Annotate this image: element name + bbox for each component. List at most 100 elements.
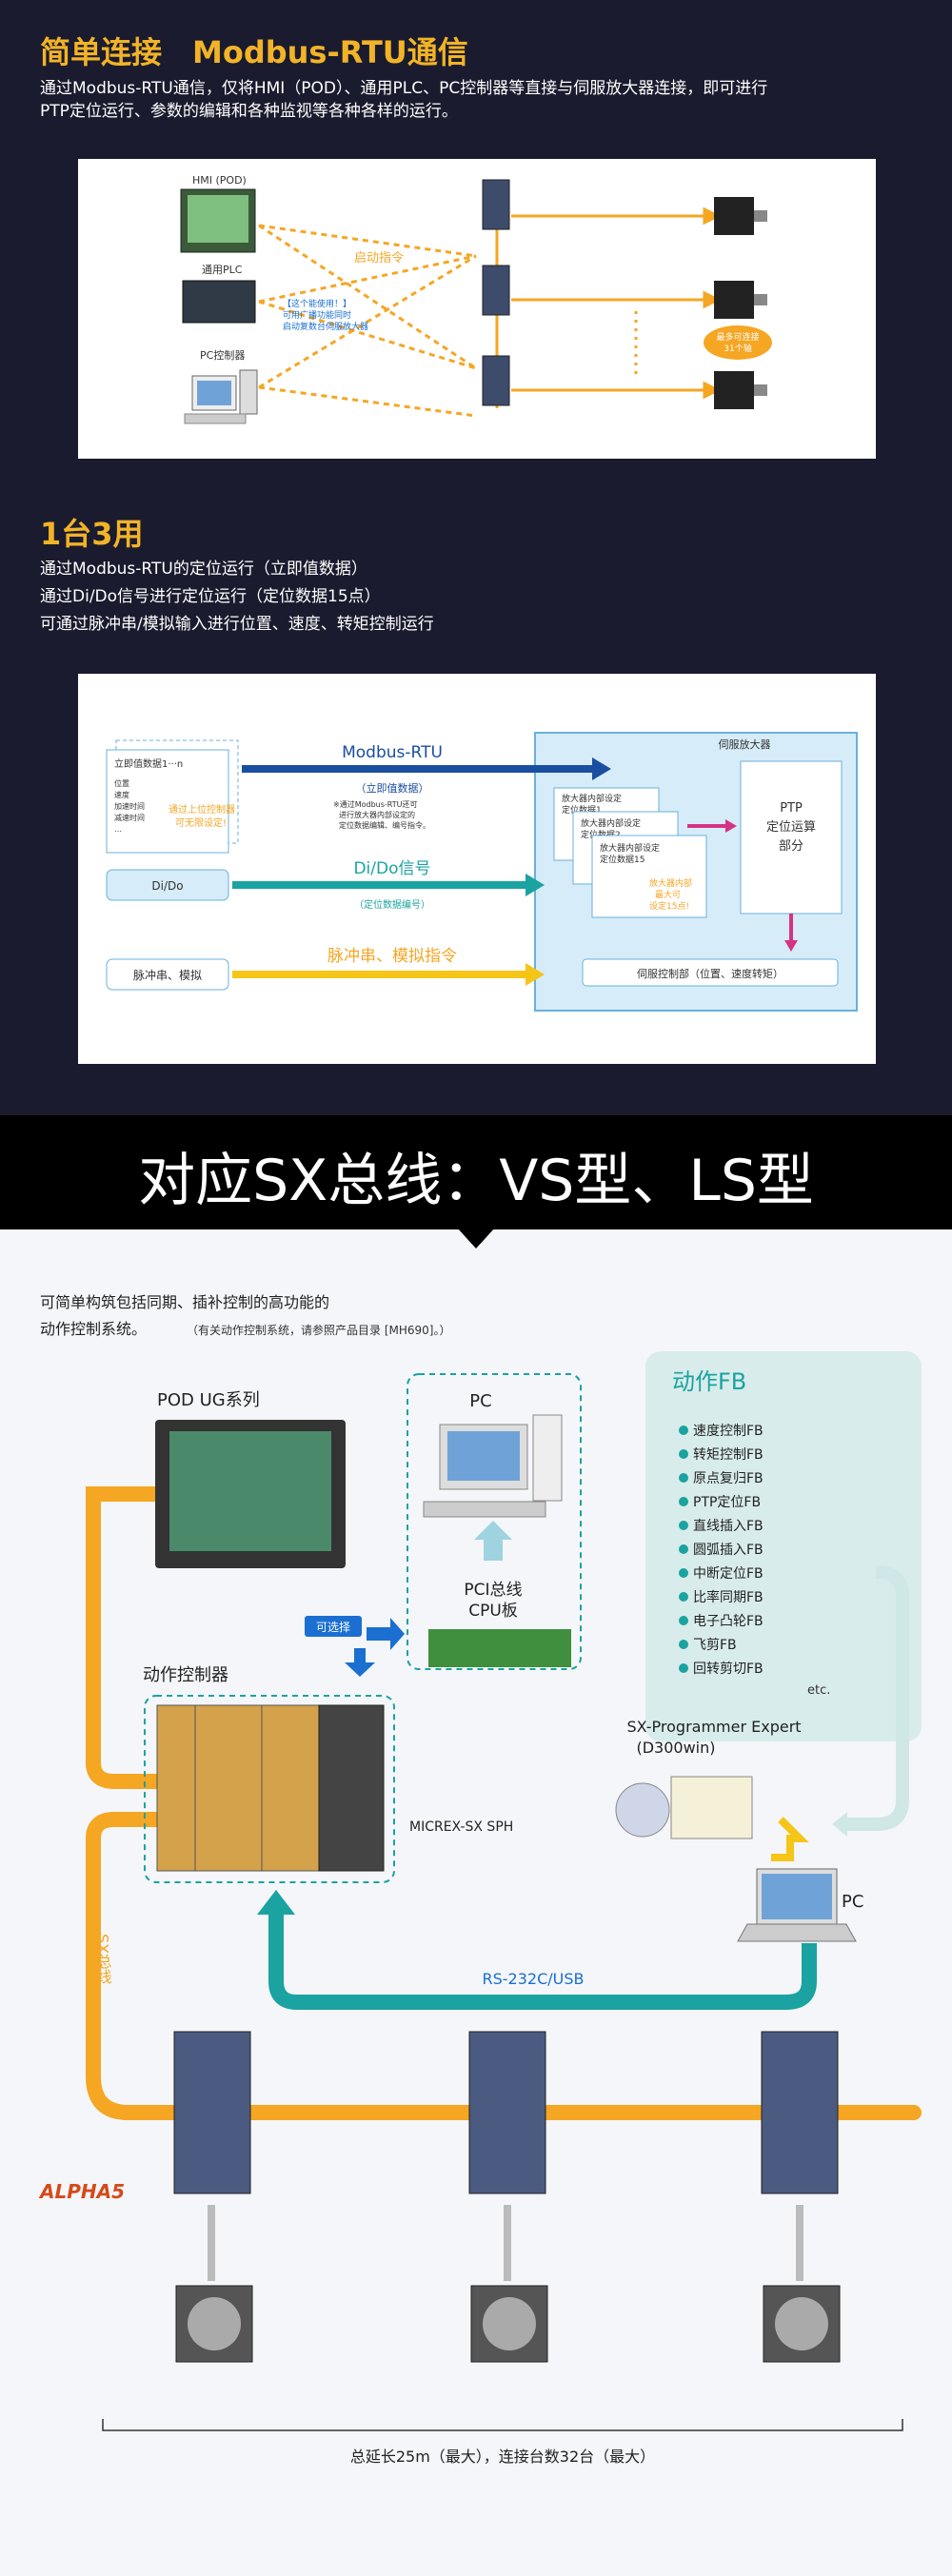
motion-ctrl-dashed-box	[144, 1695, 395, 1883]
modbus-arrow-head	[592, 757, 611, 780]
fb-item-4: 直线插入FB	[693, 1518, 764, 1534]
pulse-cmd-label: 脉冲串、模拟指令	[327, 947, 457, 966]
note-2: 可用广播功能同时	[283, 309, 351, 321]
laptop-screen-icon	[762, 1874, 832, 1919]
section2-line-2: 通过Di/Do信号进行定位运行（定位数据15点）	[40, 587, 381, 606]
ptp-box	[740, 760, 843, 914]
sx-bus-label: SX总线	[94, 1934, 112, 1984]
imm-item-3: 减速时间	[114, 813, 145, 822]
pod-screen-icon	[169, 1431, 331, 1551]
rs232-label: RS-232C/USB	[483, 1970, 585, 1988]
section1-title: 简单连接 Modbus-RTU通信	[40, 34, 468, 70]
pc-top-tower-icon	[532, 1414, 563, 1502]
power-arrows	[511, 206, 722, 400]
int-note-2: 最大可	[655, 889, 681, 900]
dido-box	[106, 869, 229, 901]
pc-label: PC控制器	[200, 348, 245, 362]
selectable-down-arrow-icon	[345, 1648, 375, 1677]
cd-icon	[615, 1782, 670, 1838]
orange-swap-arrow-icon	[771, 1817, 809, 1861]
imm-item-0: 位置	[114, 778, 129, 788]
section2-title: 1台3用	[40, 516, 144, 552]
modbus-paren: （立即值数据）	[356, 781, 429, 795]
pci-label-1: PCI总线	[464, 1581, 522, 1600]
ptp-2: 定位运算	[766, 820, 816, 835]
pulse-label: 脉冲串、模拟	[133, 968, 202, 982]
pc-keyboard-icon	[184, 413, 247, 424]
max-connect-2: 31个轴	[724, 343, 751, 354]
controller-module-3	[261, 1704, 320, 1872]
motor-icons	[714, 197, 767, 409]
fb-item-10: 回转剪切FB	[693, 1662, 764, 1677]
sx-prog-2: (D300win)	[636, 1739, 715, 1757]
int-card-15	[591, 835, 707, 918]
motor-cables	[208, 2205, 803, 2281]
section1-desc-2: PTP定位运行、参数的编辑和各种监视等各种各样的运行。	[40, 102, 458, 121]
servo-ctrl-box	[582, 958, 839, 987]
section1-desc-1: 通过Modbus-RTU通信，仅将HMI（POD）、通用PLC、PC控制器等直接…	[40, 79, 768, 98]
section2-line-1: 通过Modbus-RTU的定位运行（立即值数据）	[40, 560, 367, 579]
plc-device-icon	[182, 280, 256, 324]
ptp-down-arrow-head	[784, 940, 798, 952]
controller-module-1	[156, 1704, 196, 1872]
fb-item-0: 速度控制FB	[693, 1424, 764, 1439]
imm-data-label: 立即值数据1···n	[114, 757, 183, 770]
modbus-note-c: 定位数据编辑、编号指令。	[339, 820, 430, 830]
hmi-label: HMI (POD)	[192, 174, 247, 187]
rs232-arrow	[268, 1913, 817, 2010]
max-connect-1: 最多可连接	[716, 331, 759, 343]
pc-right-label: PC	[842, 1892, 863, 1912]
fb-item-9: 飞剪FB	[693, 1638, 737, 1653]
sx-system-diagram: SX总线 POD UG系列 PC PCI总线 CPU板 可选择 动作控制器 MI…	[38, 1351, 922, 2466]
pod-label: POD UG系列	[157, 1390, 260, 1410]
sx-intro-1: 可简单构筑包括同期、插补控制的高功能的	[40, 1293, 330, 1311]
motor-row	[175, 2285, 841, 2363]
controller-module-4	[318, 1704, 385, 1872]
pos-num-label: （定位数据编号）	[354, 898, 430, 911]
fb-etc: etc.	[807, 1683, 830, 1698]
fb-item-6: 中断定位FB	[693, 1566, 764, 1582]
sx-bus-banner: 对应SX总线：VS型、LS型	[0, 1115, 952, 1229]
dido-sig-label: Di/Do信号	[353, 859, 430, 878]
pc-pci-dashed-box	[407, 1373, 582, 1670]
micrex-label: MICREX-SX SPH	[409, 1819, 513, 1835]
modbus-note-a: ※通过Modbus-RTU还可	[333, 799, 418, 809]
laptop-base-icon	[737, 1923, 857, 1942]
int1a: 放大器内部设定	[562, 793, 622, 804]
selectable-badge	[305, 1616, 362, 1637]
ptp-1: PTP	[780, 801, 803, 816]
servo-ctrl-label: 伺服控制部（位置、速度转矩）	[637, 967, 783, 980]
pc-tower-icon	[239, 369, 258, 415]
section2-line-3: 可通过脉冲串/模拟输入进行位置、速度、转矩控制运行	[40, 615, 434, 634]
pci-board-icon	[428, 1629, 571, 1667]
controller-module-2	[194, 1704, 263, 1872]
fb-item-2: 原点复归FB	[693, 1470, 764, 1486]
fb-item-8: 电子凸轮FB	[693, 1614, 764, 1629]
length-bracket	[102, 2419, 903, 2431]
sx-intro-note: （有关动作控制系统，请参照产品目录 [MH690]。）	[187, 1324, 451, 1337]
pc-top-screen-icon	[447, 1431, 520, 1481]
selectable-arrow-icon	[367, 1618, 405, 1650]
ptp-3: 部分	[779, 839, 803, 854]
start-cmd-label: 启动指令	[354, 251, 404, 265]
dido-arrow-head	[526, 874, 545, 896]
int-note-1: 放大器内部	[649, 877, 692, 889]
motion-fb-box	[645, 1351, 922, 1741]
fb-item-3: PTP定位FB	[693, 1495, 761, 1510]
servo-amp-icons	[482, 179, 510, 406]
one-three-svg: 伺服放大器 立即值数据1···n 位置 速度 加速时间 减速时间 … 通过上位控…	[106, 732, 858, 1012]
sx-bus-line	[86, 1486, 922, 2120]
imm-item-4: …	[114, 825, 122, 834]
pc-screen-icon	[197, 381, 231, 405]
plc-label: 通用PLC	[202, 264, 243, 276]
imm-item-1: 速度	[114, 790, 129, 799]
fb-return-arrow	[847, 1565, 909, 1831]
max-connect-badge	[704, 325, 772, 360]
modbus-note-b: 进行放大器内部设定的	[339, 810, 415, 819]
rs232-arrow-head	[257, 1890, 295, 1915]
fb-return-arrow-head	[832, 1812, 847, 1837]
imm-item-2: 加速时间	[114, 801, 145, 811]
motion-ctrl-label: 动作控制器	[143, 1665, 228, 1685]
motion-fb-title: 动作FB	[672, 1368, 746, 1395]
sx-intro-2: 动作控制系统。	[40, 1320, 148, 1338]
